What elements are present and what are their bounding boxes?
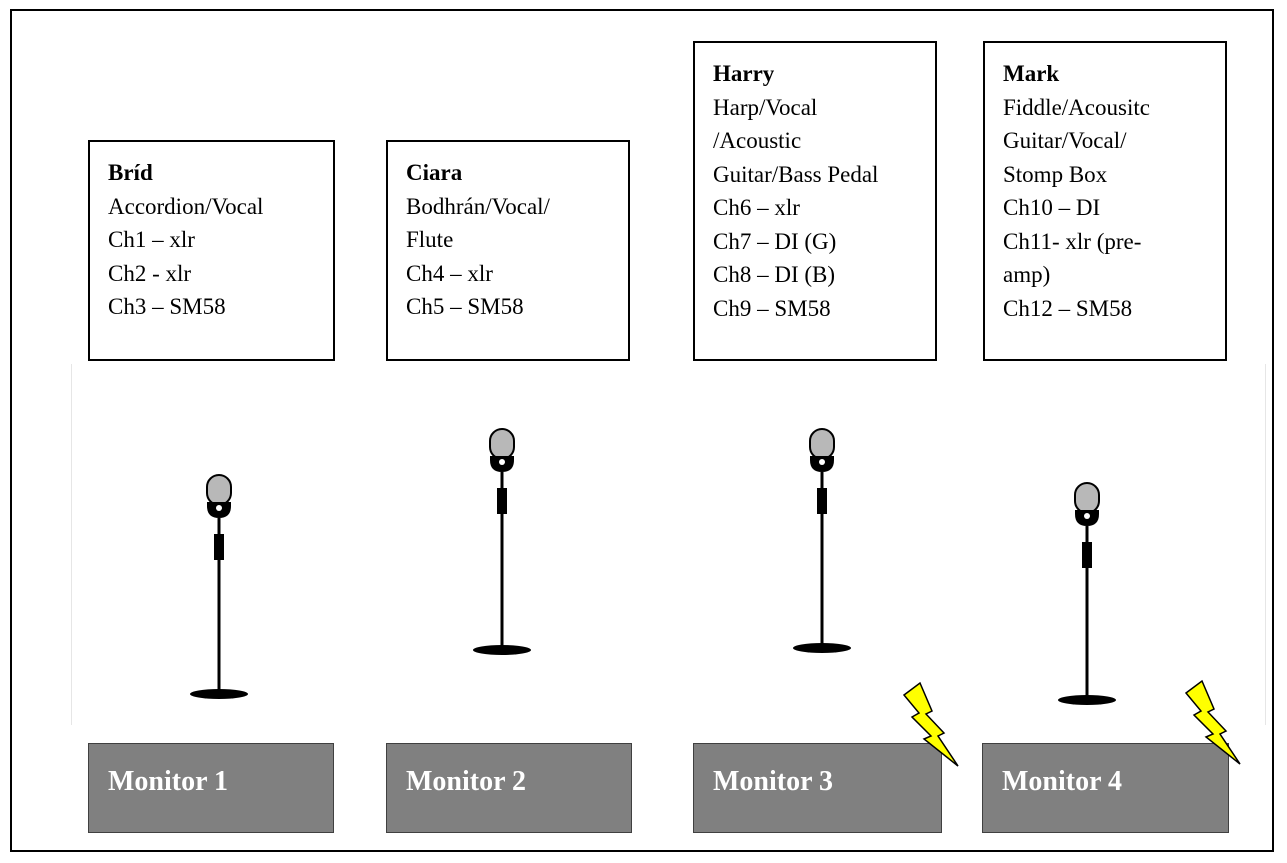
- lightning-bolt-icon: [902, 681, 959, 767]
- monitor-label: Monitor 3: [713, 766, 834, 797]
- musician-detail: Ch9 – SM58: [713, 295, 831, 321]
- monitor-label: Monitor 4: [1002, 766, 1123, 797]
- musician-name: Bríd: [108, 160, 153, 185]
- monitor-wedge-2: Monitor 2: [386, 743, 632, 833]
- musician-card-brid: Bríd Accordion/Vocal Ch1 – xlr Ch2 - xlr…: [88, 140, 335, 361]
- musician-detail: Ch10 – DI: [1003, 195, 1101, 220]
- musician-detail: Harp/Vocal: [713, 94, 818, 120]
- musician-detail: Ch11- xlr (pre-: [1003, 228, 1142, 254]
- microphone-stand-icon: [473, 428, 531, 655]
- monitor-label: Monitor 1: [108, 766, 229, 797]
- musician-detail: Guitar/Vocal/: [1003, 128, 1127, 153]
- musician-detail: Ch3 – SM58: [108, 294, 226, 319]
- lightning-bolt-icon: [1184, 679, 1241, 765]
- monitor-wedge-1: Monitor 1: [88, 743, 334, 833]
- musician-detail: Flute: [406, 227, 454, 252]
- musician-detail: Accordion/Vocal: [108, 193, 264, 219]
- musician-detail: Ch6 – xlr: [713, 195, 800, 220]
- musician-card-harry: Harry Harp/Vocal /Acoustic Guitar/Bass P…: [693, 41, 937, 361]
- musician-detail: Fiddle/Acousitc: [1003, 94, 1150, 120]
- musician-detail: Stomp Box: [1003, 161, 1108, 187]
- musician-detail: Ch8 – DI (B): [713, 262, 836, 287]
- musician-detail: Bodhrán/Vocal/: [406, 193, 550, 219]
- stage-area: [71, 364, 1266, 725]
- musician-card-mark: Mark Fiddle/Acousitc Guitar/Vocal/ Stomp…: [983, 41, 1227, 361]
- musician-detail: /Acoustic: [713, 128, 802, 153]
- musician-name: Mark: [1003, 61, 1060, 86]
- monitor-wedge-3: Monitor 3: [693, 743, 942, 833]
- musician-detail: Guitar/Bass Pedal: [713, 161, 879, 187]
- musician-detail: amp): [1003, 262, 1051, 287]
- musician-detail: Ch2 - xlr: [108, 260, 192, 286]
- stage-plot-frame: [10, 9, 1274, 852]
- monitor-wedge-4: Monitor 4: [982, 743, 1229, 833]
- musician-detail: Ch7 – DI (G): [713, 228, 837, 254]
- microphone-stand-icon: [793, 428, 851, 653]
- microphone-stand-icon: [1058, 482, 1116, 705]
- musician-detail: Ch12 – SM58: [1003, 295, 1133, 321]
- musician-card-ciara: Ciara Bodhrán/Vocal/ Flute Ch4 – xlr Ch5…: [386, 140, 630, 361]
- musician-detail: Ch5 – SM58: [406, 294, 524, 319]
- musician-detail: Ch1 – xlr: [108, 227, 195, 252]
- musician-name: Harry: [713, 61, 775, 86]
- musician-name: Ciara: [406, 160, 463, 185]
- microphone-stand-icon: [190, 474, 248, 699]
- monitor-label: Monitor 2: [406, 766, 527, 797]
- musician-detail: Ch4 – xlr: [406, 260, 493, 286]
